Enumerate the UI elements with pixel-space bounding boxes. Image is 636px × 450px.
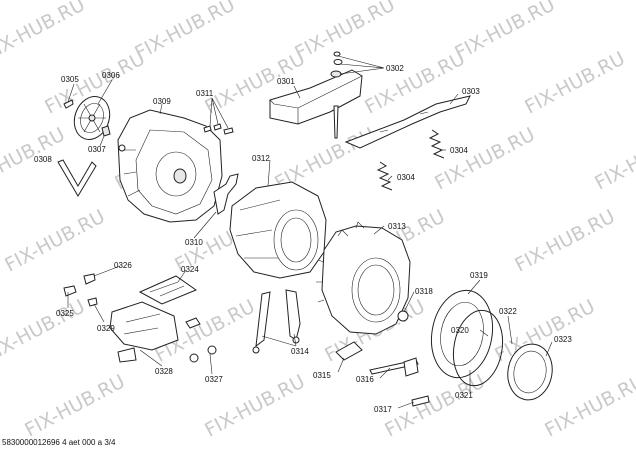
label-0317: 0317 [374, 405, 392, 414]
label-0328: 0328 [155, 367, 173, 376]
front-tub-half-part [316, 221, 411, 335]
screw-0326-part [83, 273, 96, 285]
motor-part [109, 301, 201, 363]
label-0324: 0324 [181, 265, 199, 274]
label-0310: 0310 [185, 238, 203, 247]
tub-bracket-part [213, 173, 239, 215]
callout-labels: 0305 0306 0307 0308 0309 0310 0311 0312 … [34, 64, 572, 414]
label-0309: 0309 [153, 97, 171, 106]
label-0320: 0320 [451, 326, 469, 335]
leader-lines [67, 55, 553, 409]
pulley-part [73, 96, 111, 140]
drum-part [229, 181, 327, 279]
label-0302: 0302 [386, 64, 404, 73]
sensor-part [411, 395, 430, 407]
label-0304-right: 0304 [450, 146, 468, 155]
bellow-ring-part [507, 343, 553, 401]
label-0313: 0313 [388, 222, 406, 231]
pulley-nut-part [101, 125, 111, 137]
label-0321: 0321 [455, 391, 473, 400]
spring-bracket-part [344, 95, 471, 149]
parts-bag-part [138, 275, 198, 305]
suspension-spring-right-part [428, 129, 445, 159]
label-0322: 0322 [499, 307, 517, 316]
nuts-0327-part [189, 345, 217, 363]
tub-screws-part [203, 123, 234, 135]
label-0327: 0327 [205, 375, 223, 384]
label-0305: 0305 [61, 75, 79, 84]
label-0318: 0318 [415, 287, 433, 296]
label-0315: 0315 [313, 371, 331, 380]
heater-part [369, 357, 419, 377]
label-0325: 0325 [56, 309, 74, 318]
label-0311: 0311 [196, 89, 214, 98]
label-0307: 0307 [88, 145, 106, 154]
label-0312: 0312 [252, 154, 270, 163]
counterweight-screws-part [333, 51, 343, 139]
label-0326: 0326 [114, 261, 132, 270]
bracket-0315-part [335, 341, 363, 361]
label-0314: 0314 [291, 347, 309, 356]
door-seal-part [430, 289, 494, 379]
shock-absorbers-part [252, 289, 301, 354]
counterweight-part [269, 69, 363, 125]
clamp-ring-part [452, 309, 504, 387]
label-0329: 0329 [97, 324, 115, 333]
diagram-reference-footer: 5830000012696 4 aet 000 a 3/4 [2, 438, 116, 447]
pulley-screw-part [63, 99, 74, 109]
screw-0329-part [87, 297, 98, 307]
label-0308: 0308 [34, 155, 52, 164]
screw-0325-part [63, 285, 77, 297]
label-0319: 0319 [470, 271, 488, 280]
label-0301: 0301 [277, 77, 295, 86]
label-0323: 0323 [554, 335, 572, 344]
suspension-spring-left-part [376, 161, 393, 191]
label-0303: 0303 [462, 87, 480, 96]
label-0316: 0316 [356, 375, 374, 384]
label-0306: 0306 [102, 71, 120, 80]
label-0304-left: 0304 [397, 173, 415, 182]
drive-belt-part [57, 159, 97, 197]
rear-tub-half-part [117, 109, 223, 223]
